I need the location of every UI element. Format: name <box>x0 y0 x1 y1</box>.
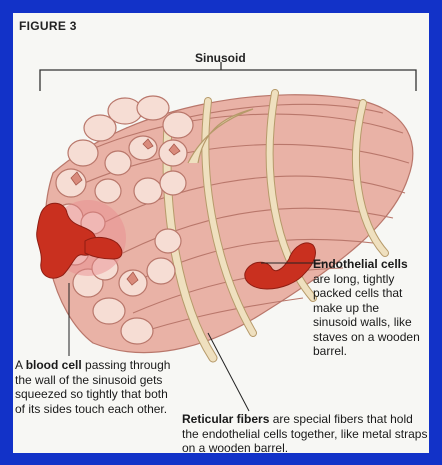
endothelial-term: Endothelial cells <box>313 257 408 271</box>
blood-cell-prefix: A <box>15 358 22 372</box>
blood-cell-term: blood cell <box>26 358 82 372</box>
endothelial-annotation: Endothelial cells are long, tightly pack… <box>313 257 425 359</box>
retic-leader-line <box>208 333 249 411</box>
sinusoid-title: Sinusoid <box>195 51 246 66</box>
reticular-term: Reticular fibers <box>182 412 269 426</box>
reticular-annotation: Reticular fibers are special fibers that… <box>182 412 429 453</box>
figure-panel: FIGURE 3 Sinusoid Endothelial cells are … <box>13 13 429 453</box>
blood-cell-annotation: A blood cell passing through the wall of… <box>15 358 175 416</box>
figure-number: FIGURE 3 <box>19 19 77 34</box>
endothelial-description: are long, tightly packed cells that make… <box>313 272 420 359</box>
sinusoid-bracket <box>40 70 416 91</box>
